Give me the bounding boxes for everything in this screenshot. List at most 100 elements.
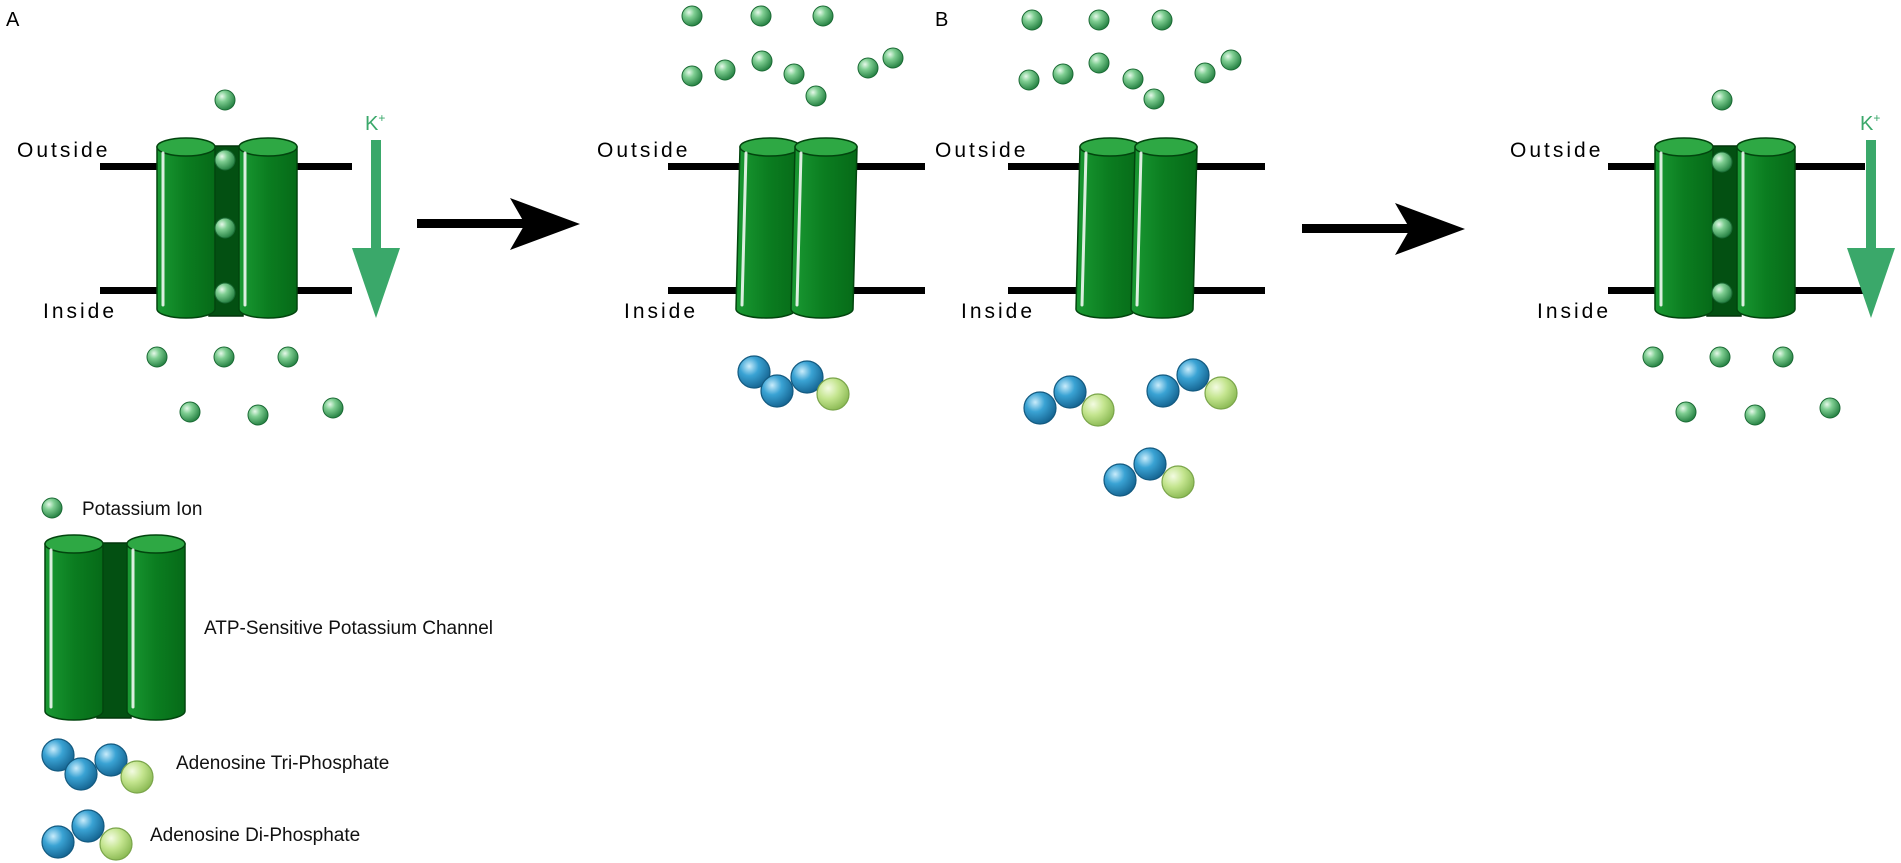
potassium-ion-icon	[714, 59, 736, 81]
k-flux-sup-a: +	[378, 111, 385, 125]
phosphate-blue-icon	[1023, 391, 1057, 425]
potassium-ion-icon	[1709, 346, 1731, 368]
svg-text:K+: K+	[365, 111, 385, 135]
channel-subunit-body	[238, 146, 298, 319]
channel-subunit-top	[739, 137, 801, 157]
phosphate-blue-icon	[41, 825, 75, 859]
potassium-ion-icon	[1088, 52, 1110, 74]
potassium-ion-icon	[1088, 9, 1110, 31]
channel-subunit-body	[156, 146, 216, 319]
channel-subunit-body	[1736, 146, 1796, 319]
channel-subunit	[735, 137, 801, 319]
channel-open-a	[156, 137, 298, 319]
potassium-ion-icon	[805, 85, 827, 107]
potassium-ion-icon	[882, 47, 904, 69]
phosphate-blue-icon	[64, 757, 98, 791]
phosphate-blue-icon	[71, 809, 105, 843]
k-flux-label-b: K	[1860, 113, 1874, 135]
phosphate-blue-icon	[94, 743, 128, 777]
potassium-ion-icon	[247, 404, 269, 426]
right-arrow-head-icon	[1395, 203, 1465, 255]
channels	[44, 137, 1796, 721]
potassium-ion-icon	[1711, 151, 1733, 173]
potassium-ion-icon	[214, 217, 236, 239]
potassium-ion-icon	[1052, 63, 1074, 85]
potassium-ion-icon	[1711, 282, 1733, 304]
phosphate-blue-icon	[1053, 375, 1087, 409]
channel-closed-a	[735, 137, 858, 319]
right-arrow-icon	[417, 219, 527, 228]
transition-arrow-a	[417, 198, 580, 250]
phosphate-lime-icon	[1161, 465, 1195, 499]
channel-subunit-highlight	[1135, 151, 1143, 307]
k-flux-sup-b: +	[1873, 111, 1880, 125]
right-arrow-icon	[1302, 224, 1412, 233]
panel-a2-outside-label: Outside	[597, 139, 690, 162]
panel-a-label: A	[6, 9, 20, 31]
channel-subunit-body	[44, 543, 104, 721]
k-flux-label-a: K	[365, 113, 379, 135]
channel-subunit	[238, 137, 298, 319]
channel-subunit	[126, 534, 186, 721]
phosphate-blue-icon	[1133, 447, 1167, 481]
panel-b-outside-label: Outside	[935, 139, 1028, 162]
down-arrow-icon	[1866, 140, 1876, 250]
potassium-ion-icon	[857, 57, 879, 79]
potassium-ion-icon	[1143, 88, 1165, 110]
potassium-ion-icon	[214, 149, 236, 171]
down-arrow-head-icon	[352, 248, 400, 318]
channel-subunit-top	[156, 137, 216, 157]
channel-subunit-top	[1736, 137, 1796, 157]
phosphate-blue-icon	[1176, 358, 1210, 392]
potassium-ion-icon	[214, 89, 236, 111]
potassium-ion-icon	[1122, 68, 1144, 90]
potassium-ion-icon	[1744, 404, 1766, 426]
k-flux-arrow-a: K+	[352, 111, 400, 318]
potassium-ion-icon	[681, 5, 703, 27]
channel-subunit	[1654, 137, 1714, 319]
down-arrow-icon	[371, 140, 381, 250]
potassium-ion-icon	[1819, 397, 1841, 419]
potassium-ion-icon	[1194, 62, 1216, 84]
phosphate-lime-icon	[1081, 393, 1115, 427]
phosphate-blue-icon	[1146, 374, 1180, 408]
phosphate-lime-icon	[99, 827, 133, 861]
ions	[41, 5, 1841, 519]
channel-subunit	[156, 137, 216, 319]
panel-b2-inside-label: Inside	[1537, 300, 1611, 323]
panel-b-inside-label: Inside	[961, 300, 1035, 323]
legend-adp-label: Adenosine Di-Phosphate	[150, 825, 360, 846]
channel-subunit-top	[1134, 137, 1198, 157]
legend-atp-label: Adenosine Tri-Phosphate	[176, 753, 389, 774]
potassium-ion-icon	[783, 63, 805, 85]
panel-b-label: B	[935, 9, 948, 31]
potassium-ion-icon	[750, 5, 772, 27]
right-arrow-head-icon	[510, 198, 580, 250]
channel-subunit-top	[794, 137, 858, 157]
phosphate-lime-icon	[120, 760, 154, 794]
potassium-ion-icon	[1021, 9, 1043, 31]
panel-b2-outside-label: Outside	[1510, 139, 1603, 162]
channel-subunit-top	[44, 534, 104, 554]
potassium-ion-icon	[1220, 49, 1242, 71]
phosphate-lime-icon	[1204, 376, 1238, 410]
channel-subunit-highlight	[1080, 151, 1088, 307]
phosphate-blue-icon	[737, 355, 771, 389]
molecules	[41, 355, 1238, 861]
channel-subunit-body	[790, 146, 858, 319]
down-arrow-head-icon	[1847, 248, 1895, 318]
potassium-ion-icon	[681, 65, 703, 87]
potassium-ion-icon	[41, 497, 63, 519]
phosphate-blue-icon	[41, 738, 75, 772]
channel-subunit-top	[1079, 137, 1141, 157]
potassium-ion-icon	[812, 5, 834, 27]
potassium-ion-icon	[146, 346, 168, 368]
potassium-ion-icon	[1675, 401, 1697, 423]
channel-subunit	[44, 534, 104, 721]
potassium-ion-icon	[1772, 346, 1794, 368]
legend-potassium-ion-label: Potassium Ion	[82, 499, 202, 520]
potassium-ion-icon	[1711, 217, 1733, 239]
channel-subunit-highlight	[740, 151, 748, 307]
potassium-ion-icon	[179, 401, 201, 423]
